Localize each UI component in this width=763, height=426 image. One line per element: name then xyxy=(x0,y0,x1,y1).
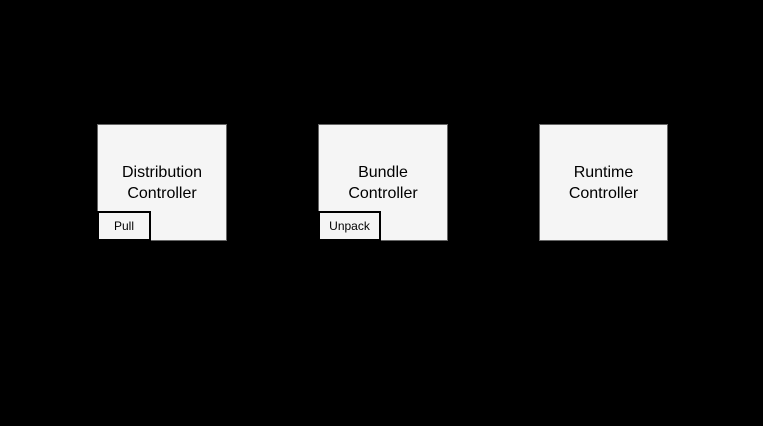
runtime-controller-label: Runtime Controller xyxy=(569,162,638,204)
bundle-controller-label-line-2: Controller xyxy=(348,184,418,202)
distribution-controller-label-line-2: Controller xyxy=(127,184,197,202)
distribution-controller-label-line-1: Distribution xyxy=(121,163,203,181)
distribution-controller-label: Distribution Controller xyxy=(122,162,202,204)
badge-pull: Pull xyxy=(97,211,151,241)
node-bundle-controller: Bundle Controller Unpack xyxy=(318,124,448,241)
badge-unpack: Unpack xyxy=(318,211,381,241)
node-runtime-controller: Runtime Controller xyxy=(539,124,668,241)
runtime-controller-label-line-2: Controller xyxy=(568,184,639,202)
node-distribution-controller: Distribution Controller Pull xyxy=(97,124,227,241)
bundle-controller-label: Bundle Controller xyxy=(348,162,417,204)
runtime-controller-label-line-1: Runtime xyxy=(573,163,634,181)
bundle-controller-label-line-1: Bundle xyxy=(358,163,408,181)
